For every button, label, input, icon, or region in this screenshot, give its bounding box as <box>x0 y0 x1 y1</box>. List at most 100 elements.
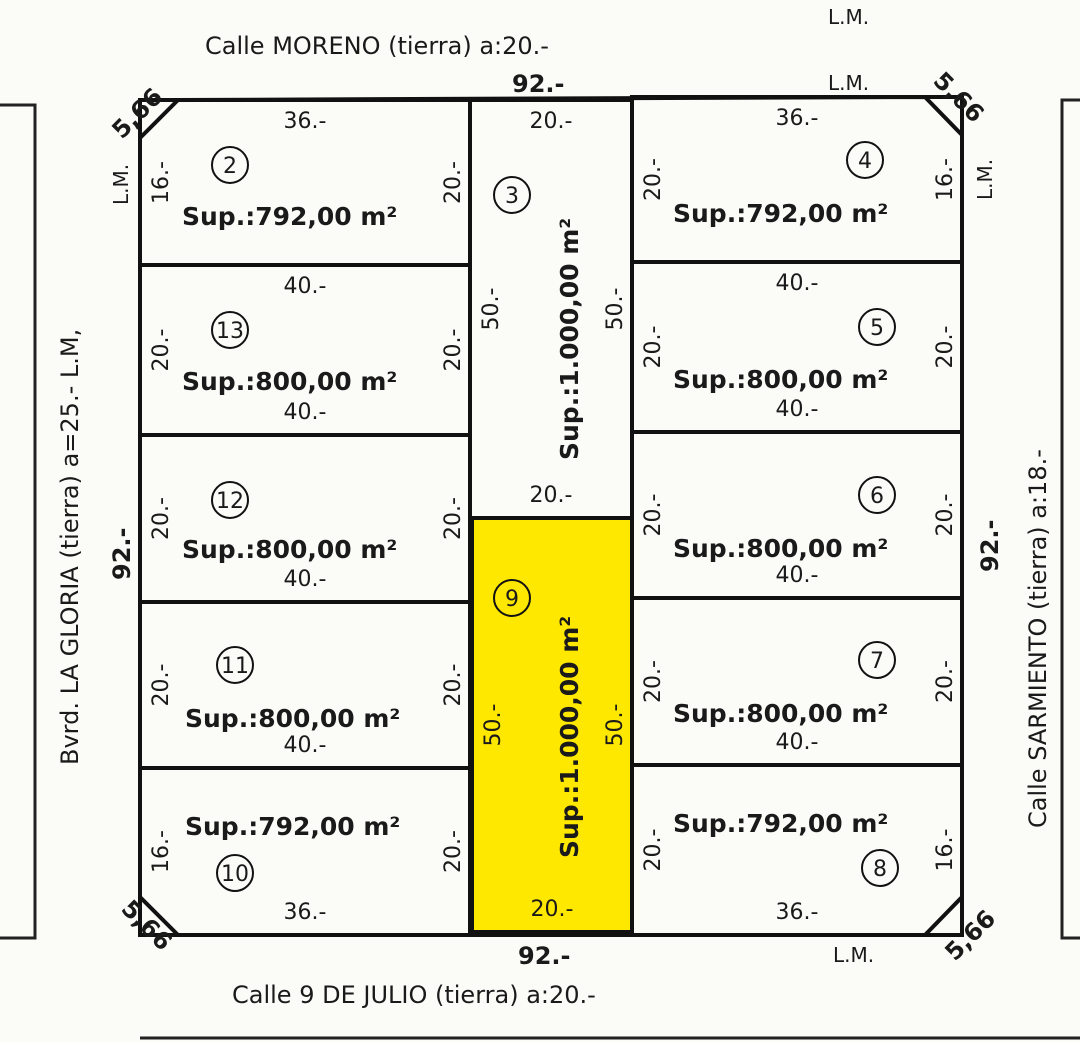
lot-dim-left: 20.- <box>641 158 666 201</box>
lot-dim-left: 20.- <box>641 829 666 872</box>
lot-number: 6 <box>870 484 884 509</box>
lot-dim-bottom: 20.- <box>531 897 574 922</box>
lot-number-circle <box>211 311 249 349</box>
lot-dim-right: 20.- <box>933 494 958 537</box>
lot-dim-right: 16.- <box>933 829 958 872</box>
lot-number-circle <box>858 641 896 679</box>
lot-dim-bottom: 40.- <box>284 567 327 592</box>
street-right-label: Calle SARMIENTO (tierra) a:18.- <box>1024 449 1052 828</box>
street-bottom-label: Calle 9 DE JULIO (tierra) a:20.- <box>232 981 596 1009</box>
line-mark-top-right-outer: L.M. <box>828 5 869 29</box>
lot-number: 12 <box>216 489 244 514</box>
lot-dim-bottom: 36.- <box>776 900 819 925</box>
lot-8[interactable]: 8 Sup.:792,00 m² 36.- 20.- 16.- <box>630 763 964 937</box>
lot-number: 5 <box>870 316 884 341</box>
lot-number: 7 <box>870 649 884 674</box>
lot-number-circle <box>493 176 531 214</box>
lot-dim-left: 20.- <box>641 660 666 703</box>
lot-dim-right: 20.- <box>933 660 958 703</box>
lot-dim-left: 50.- <box>479 288 504 331</box>
lot-area: Sup.:800,00 m² <box>185 704 400 733</box>
lot-number-circle <box>216 646 254 684</box>
lot-dim-right: 20.- <box>441 830 466 873</box>
lot-number-circle <box>216 854 254 892</box>
lot-area: Sup.:800,00 m² <box>673 699 888 728</box>
lot-dim-bottom: 40.- <box>776 563 819 588</box>
lot-number: 13 <box>216 319 244 344</box>
lot-number: 11 <box>221 654 249 679</box>
lot-dim-right: 20.- <box>441 497 466 540</box>
lot-area: Sup.:800,00 m² <box>673 365 888 394</box>
lot-dim-top: 36.- <box>776 106 819 131</box>
lot-dim-top: 36.- <box>284 109 327 134</box>
lot-dim-left: 50.- <box>481 704 506 747</box>
lot-number-circle <box>493 579 531 617</box>
lot-dim-right: 50.- <box>603 704 628 747</box>
lot-area: Sup.:800,00 m² <box>673 534 888 563</box>
lot-dim-left: 16.- <box>149 830 174 873</box>
lot-number-circle <box>211 481 249 519</box>
lot-number: 4 <box>858 149 872 174</box>
lot-dim-left: 16.- <box>149 161 174 204</box>
street-top-label: Calle MORENO (tierra) a:20.- <box>205 32 549 60</box>
lot-dim-right: 16.- <box>933 158 958 201</box>
lot-number-circle <box>858 476 896 514</box>
lot-area: Sup.:792,00 m² <box>673 809 888 838</box>
line-mark-right: L.M. <box>973 159 997 200</box>
lot-dim-bottom: 36.- <box>284 900 327 925</box>
lot-number: 2 <box>223 154 237 179</box>
lot-dim-left: 20.- <box>641 494 666 537</box>
lot-dim-left: 20.- <box>641 326 666 369</box>
lot-area: Sup.:792,00 m² <box>185 812 400 841</box>
lot-number-circle <box>861 849 899 887</box>
lot-dim-top: 20.- <box>530 109 573 134</box>
lot-number: 10 <box>221 862 249 887</box>
lot-dim-left: 20.- <box>149 329 174 372</box>
lot-number-circle <box>858 308 896 346</box>
adjacent-block-left <box>0 103 37 940</box>
lot-area: Sup.:800,00 m² <box>182 367 397 396</box>
street-left-label: Bvrd. LA GLORIA (tierra) a=25.- L.M, <box>56 329 84 765</box>
lot-dim-bottom: 40.- <box>776 730 819 755</box>
lot-area: Sup.:1.000,00 m² <box>555 218 584 460</box>
lot-dim-top: 40.- <box>284 274 327 299</box>
lot-dim-bottom: 20.- <box>530 483 573 508</box>
block-right-length: 92.- <box>976 520 1004 572</box>
lot-dim-top: 40.- <box>776 271 819 296</box>
lot-10[interactable]: 10 Sup.:792,00 m² 36.- 16.- 20.- <box>138 766 472 937</box>
line-mark-top-right: L.M. <box>828 71 869 95</box>
lot-dim-right: 20.- <box>933 326 958 369</box>
block-outline <box>138 94 964 937</box>
block-left-length: 92.- <box>108 528 136 580</box>
line-mark-left: L.M. <box>109 164 133 205</box>
lot-dim-bottom: 40.- <box>284 400 327 425</box>
chamfer-top-left: 5,66 <box>106 83 168 145</box>
line-mark-bottom: L.M. <box>833 943 874 967</box>
lot-dim-bottom: 40.- <box>776 397 819 422</box>
lot-area: Sup.:792,00 m² <box>182 202 397 231</box>
lot-area: Sup.:792,00 m² <box>673 199 888 228</box>
lot-number: 8 <box>873 857 887 882</box>
lot-dim-right: 50.- <box>603 288 628 331</box>
lot-dim-left: 20.- <box>149 664 174 707</box>
lot-area: Sup.:1.000,00 m² <box>555 616 584 858</box>
lot-dim-right: 20.- <box>441 161 466 204</box>
lot-number: 3 <box>505 184 519 209</box>
lot-dim-bottom: 40.- <box>284 733 327 758</box>
lot-boundary <box>470 516 634 934</box>
block-top-length: 92.- <box>512 70 564 98</box>
block-bottom-length: 92.- <box>518 942 570 970</box>
lot-dim-right: 20.- <box>441 329 466 372</box>
lot-dim-left: 20.- <box>149 497 174 540</box>
